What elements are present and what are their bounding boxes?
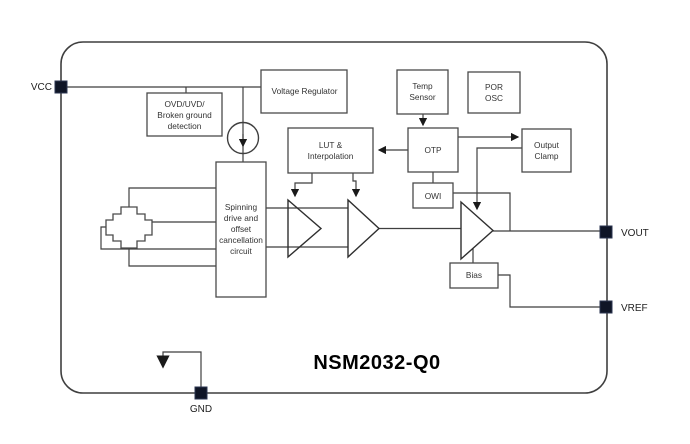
spinning-label-line1: Spinning (225, 202, 258, 212)
vcc-pin-label: VCC (31, 82, 52, 93)
current-source-icon (226, 121, 260, 155)
amp2-icon (347, 198, 381, 259)
vcc-pad (54, 80, 68, 94)
wire-lut-to-amp1 (290, 173, 313, 198)
gnd-pin-label: GND (190, 404, 212, 415)
lut-label-line1: LUT & (319, 140, 343, 150)
otp-box (407, 127, 459, 173)
chip-outline (60, 41, 608, 394)
wire-hall-bottom (128, 248, 216, 267)
ovd-label-line3: detection (168, 121, 202, 131)
output-clamp-label-line2: Clamp (535, 151, 559, 161)
por-osc-label-line1: POR (485, 82, 503, 92)
part-number-title: NSM2032-Q0 (313, 352, 440, 374)
otp-label: OTP (424, 145, 442, 155)
wire-hall-left (100, 226, 216, 250)
blocks (146, 69, 572, 298)
bias-box (449, 262, 499, 289)
gnd-pad (194, 386, 208, 400)
wires (67, 86, 600, 387)
amplifiers (287, 198, 495, 261)
spinning-label-line2: drive and (224, 213, 259, 223)
voltage-regulator-box (260, 69, 348, 114)
pads (54, 80, 613, 400)
spinning-box (215, 161, 267, 298)
por-osc-label-line2: OSC (485, 93, 503, 103)
spinning-label-line5: circuit (230, 246, 252, 256)
ovd-box (146, 92, 223, 137)
ovd-label-line1: OVD/UVD/ (164, 99, 205, 109)
output-clamp-box (521, 128, 572, 173)
spinning-label-line4: cancellation (219, 235, 263, 245)
por-osc-box (467, 71, 521, 114)
labels: Voltage Regulator OVD/UVD/ Broken ground… (31, 81, 649, 415)
lut-box (287, 127, 374, 174)
current-source-circle (226, 121, 260, 155)
vref-pad (599, 300, 613, 314)
vref-pin-label: VREF (621, 303, 648, 314)
amp1-icon (287, 198, 323, 259)
temp-sensor-label-line1: Temp (412, 81, 433, 91)
temp-sensor-box (396, 69, 449, 115)
owi-label: OWI (425, 191, 442, 201)
wire-clamp-to-amp3 (472, 147, 522, 211)
wire-hall-top (128, 187, 216, 208)
bias-label: Bias (466, 270, 482, 280)
ovd-label-line2: Broken ground (157, 110, 212, 120)
temp-sensor-label-line2: Sensor (409, 92, 436, 102)
output-clamp-label-line1: Output (534, 140, 560, 150)
spinning-label-line3: offset (231, 224, 252, 234)
lut-label-line2: Interpolation (308, 151, 354, 161)
wire-bias-to-vref (498, 274, 600, 308)
amp3-icon (460, 200, 495, 261)
wire-owi-to-vout (453, 192, 511, 231)
vout-pin-label: VOUT (621, 228, 649, 239)
wire-lut-to-amp2 (351, 173, 361, 198)
owi-box (412, 182, 454, 209)
vout-pad (599, 225, 613, 239)
hall-plate-icon (105, 206, 153, 249)
voltage-regulator-label: Voltage Regulator (272, 86, 338, 96)
wire-gnd-internal (156, 351, 202, 387)
